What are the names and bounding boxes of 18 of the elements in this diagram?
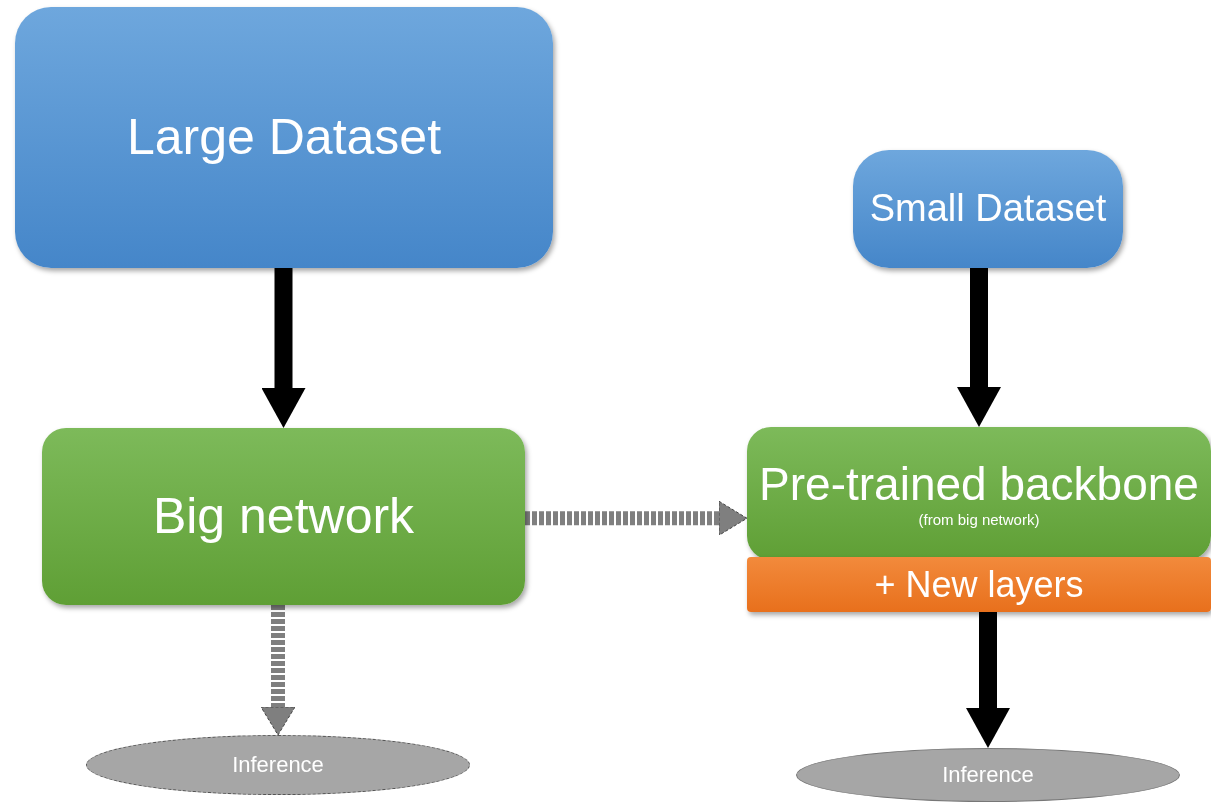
arrow	[957, 268, 1001, 427]
layers-bar	[747, 557, 1211, 612]
node-label: Inference	[232, 752, 324, 778]
node-label: Large Dataset	[126, 108, 442, 167]
arrow	[261, 268, 306, 428]
arrow	[966, 612, 1010, 748]
node-label: + New layers	[874, 563, 1084, 606]
node-label: Big network	[152, 487, 415, 546]
node-label: Small Dataset	[869, 187, 1107, 231]
node-label: Pre-trained backbone	[759, 458, 1199, 511]
arrow	[525, 500, 748, 536]
node-note: (from big network)	[918, 511, 1040, 529]
arrow	[260, 605, 296, 736]
network-box	[747, 427, 1211, 560]
node-label: Inference	[942, 762, 1034, 788]
network-box	[42, 428, 525, 605]
dataset-box	[853, 150, 1123, 268]
dataset-box	[15, 7, 553, 268]
